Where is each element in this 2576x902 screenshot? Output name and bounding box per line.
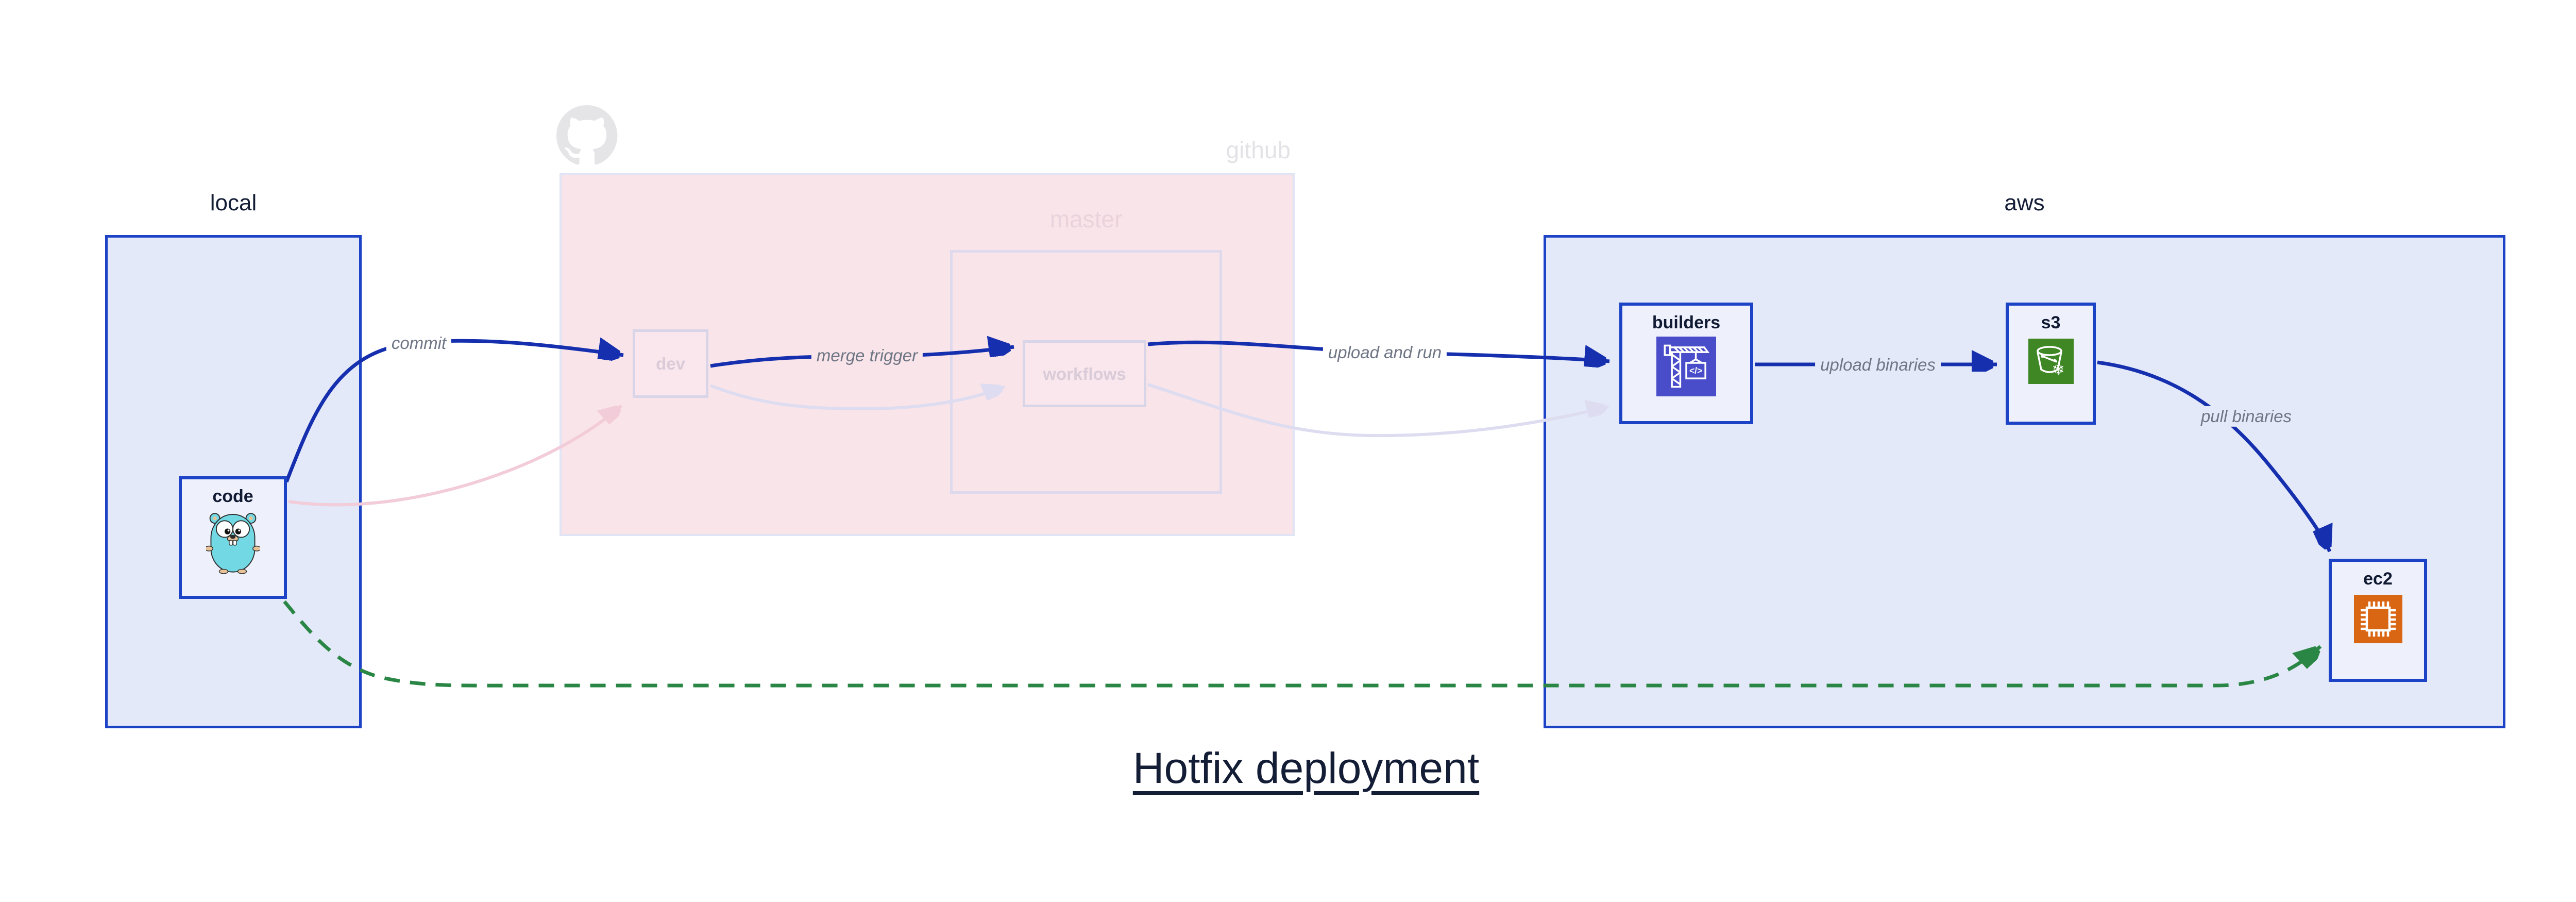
ec2-node-label: ec2 [2363,569,2393,589]
gopher-icon [206,513,260,574]
builders-icon-glyph: </> [1689,365,1702,376]
node-dev: dev [633,329,708,398]
s3-glacier-bucket-icon: ❄ [2028,339,2074,384]
s3-icon-snowflake-glyph: ❄ [2052,361,2064,378]
code-node-label: code [212,487,253,506]
master-region-label: master [1049,206,1123,232]
node-s3: s3 ❄ [2006,303,2096,425]
node-builders: builders </> [1619,303,1753,424]
node-ec2: ec2 [2329,559,2427,682]
github-octocat-icon [556,105,618,165]
codebuild-crane-icon: </> [1656,337,1716,396]
commit-edge-label: commit [386,332,452,354]
diagram-title: Hotfix deployment [1132,744,1480,792]
upload-binaries-edge-label: upload binaries [1815,354,1941,376]
merge-trigger-edge-label: merge trigger [811,345,923,366]
s3-node-label: s3 [2041,313,2061,332]
workflows-node-label: workflows [1043,364,1126,383]
pull-binaries-edge-label: pull binaries [2195,406,2297,427]
upload-and-run-edge-label: upload and run [1323,342,1447,363]
aws-region-label: aws [2004,190,2045,215]
node-code: code [179,476,287,599]
dev-node-label: dev [656,354,685,373]
ec2-chip-icon [2353,595,2402,643]
node-workflows: workflows [1023,340,1146,407]
github-region-label: github [1226,137,1291,163]
region-master [950,250,1222,494]
local-region-label: local [210,190,257,215]
builders-node-label: builders [1652,313,1721,332]
